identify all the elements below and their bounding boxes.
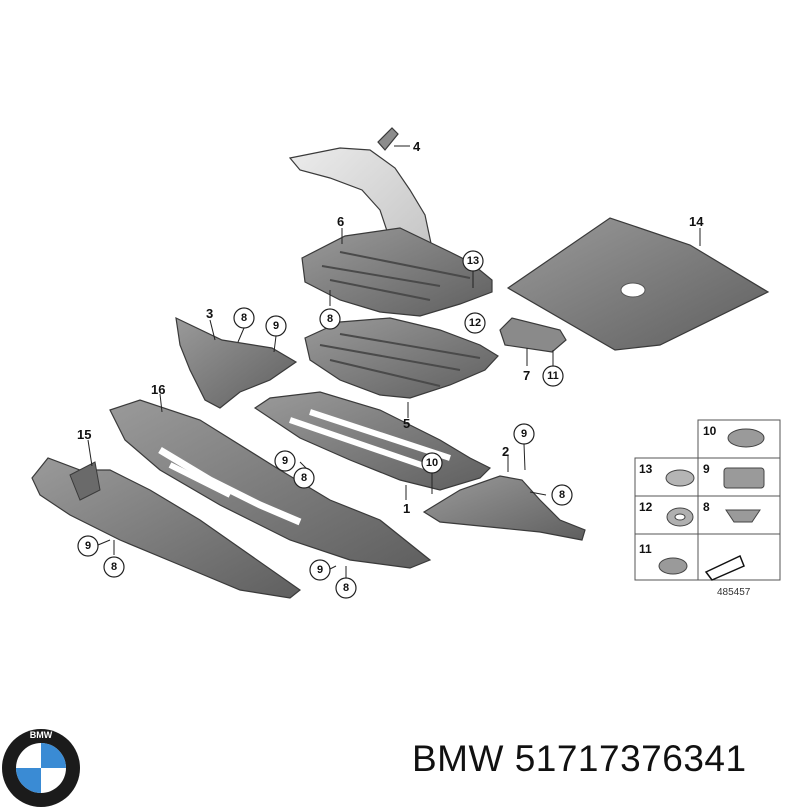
callout-16: 16 [151, 382, 165, 397]
svg-text:9: 9 [317, 564, 323, 576]
svg-text:BMW: BMW [30, 730, 53, 740]
callout-circle-8-deflector: 8 [233, 307, 255, 329]
direction-arrow-icon [704, 554, 745, 581]
part-6-upper-plate [301, 227, 493, 317]
part-15-splash-shield [31, 457, 302, 599]
legend-label-13: 13 [639, 462, 653, 476]
brand-part-caption: BMW 51717376341 [412, 738, 747, 779]
svg-text:10: 10 [426, 457, 438, 469]
callout-circle-13-top: 13 [462, 250, 484, 272]
callout-circle-12-top: 12 [464, 312, 486, 334]
part-16-front-frame [109, 399, 432, 569]
callout-circle-9-frame: 9 [274, 450, 296, 472]
part-5-lower-plate [304, 317, 499, 399]
callout-circle-8-plate: 8 [319, 308, 341, 330]
callout-circle-8-shield: 8 [103, 556, 125, 578]
svg-text:8: 8 [559, 489, 565, 501]
svg-text:9: 9 [85, 540, 91, 552]
callout-circle-8-frame: 8 [293, 467, 315, 489]
part-1-middle-frame [253, 391, 492, 491]
svg-text:11: 11 [547, 370, 559, 382]
fastener-9-icon [723, 467, 765, 489]
svg-text:9: 9 [273, 320, 279, 332]
part-3-side-deflector [175, 316, 298, 409]
callout-circle-9-bottom: 9 [309, 559, 331, 581]
fastener-legend: 10 13 9 12 8 11 485457 [634, 419, 781, 598]
legend-label-9: 9 [703, 462, 710, 476]
part-7-bracket [499, 317, 567, 353]
callout-6: 6 [337, 214, 344, 229]
callout-circle-10-frame: 10 [421, 452, 443, 474]
svg-text:9: 9 [521, 428, 527, 440]
svg-text:8: 8 [111, 561, 117, 573]
svg-text:13: 13 [467, 255, 479, 267]
leader-lines [87, 145, 701, 580]
legend-label-8: 8 [703, 500, 710, 514]
bmw-roundel-logo: BMW [2, 729, 80, 807]
callout-3: 3 [206, 306, 213, 321]
callout-circle-9-deflector: 9 [265, 315, 287, 337]
callout-circle-9-shield: 9 [77, 535, 99, 557]
callout-5: 5 [403, 416, 410, 431]
callout-4: 4 [413, 139, 421, 154]
svg-text:8: 8 [241, 312, 247, 324]
callout-7: 7 [523, 368, 530, 383]
callout-circle-8-bottom: 8 [335, 577, 357, 599]
fastener-11-icon [658, 557, 688, 575]
svg-text:8: 8 [343, 582, 349, 594]
fastener-10-icon [727, 428, 765, 448]
part-14-underbody-panel [506, 217, 770, 351]
callout-circle-8-right: 8 [551, 484, 573, 506]
reference-number: 485457 [717, 587, 751, 598]
legend-label-12: 12 [639, 500, 653, 514]
callout-1: 1 [403, 501, 410, 516]
fastener-13-icon [665, 469, 695, 487]
callout-15: 15 [77, 427, 91, 442]
svg-text:12: 12 [469, 317, 481, 329]
callout-circle-9-right: 9 [513, 423, 535, 445]
svg-text:8: 8 [301, 472, 307, 484]
legend-label-10: 10 [703, 424, 717, 438]
callout-2: 2 [502, 444, 509, 459]
fastener-8-icon [725, 509, 761, 523]
legend-label-11: 11 [639, 542, 652, 556]
callout-14: 14 [689, 214, 704, 229]
part-2-right-deflector [422, 475, 586, 541]
svg-text:9: 9 [282, 455, 288, 467]
callout-circle-11-bracket: 11 [542, 365, 564, 387]
svg-text:8: 8 [327, 313, 333, 325]
